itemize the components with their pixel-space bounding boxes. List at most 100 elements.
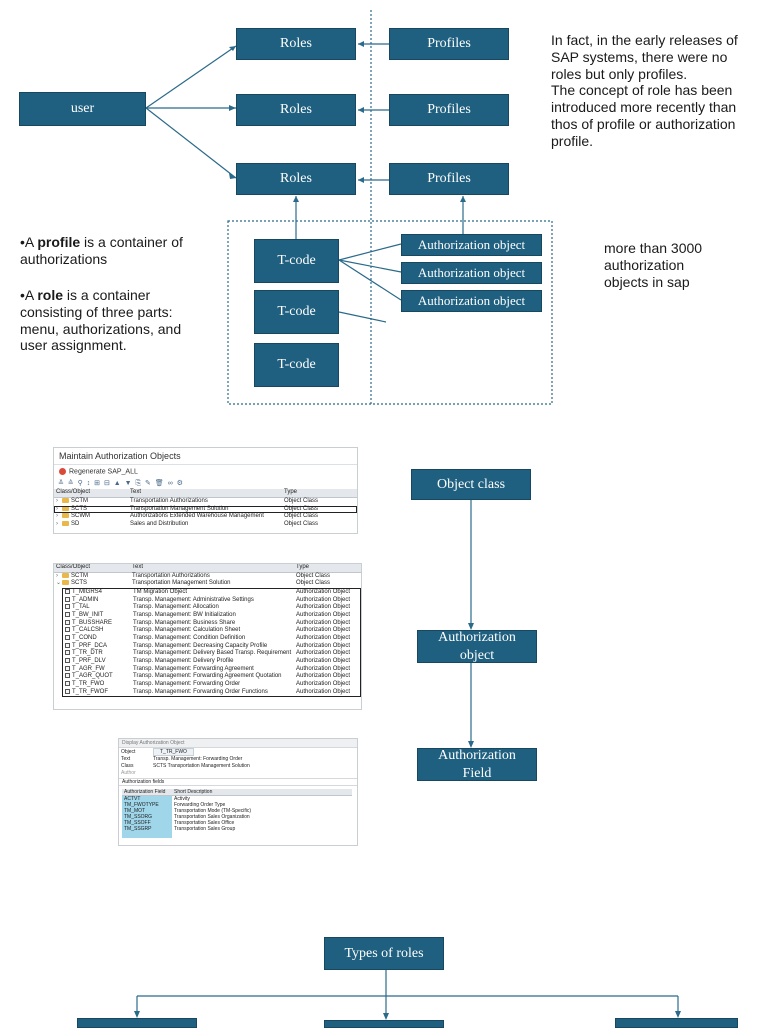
class-cell: › SCWM bbox=[54, 513, 128, 521]
folder-open-icon bbox=[62, 580, 69, 586]
text-cell: Transportation Management Solution bbox=[132, 580, 231, 587]
column-header: Class/Object bbox=[54, 489, 128, 498]
class-object: SCWM bbox=[71, 513, 90, 520]
auth-object-icon bbox=[65, 657, 70, 663]
field-row: Object T_TR_FWO bbox=[119, 748, 357, 756]
arrowhead bbox=[460, 196, 466, 202]
object-class-box: Object class bbox=[411, 469, 531, 500]
object-name: T_TR_FWOF bbox=[72, 688, 108, 695]
text-cell: TM Migration Object bbox=[133, 588, 188, 595]
history-note-line: introduced more recently than bbox=[551, 99, 737, 116]
object-name: T_ADMIN bbox=[72, 596, 99, 603]
folder-icon bbox=[62, 505, 69, 511]
type-cell: Authorization Object bbox=[296, 627, 351, 634]
type-cell: Authorization Object bbox=[296, 688, 351, 695]
table-row[interactable]: T_BW_INIT Transp. Management: BW Initiali… bbox=[63, 611, 360, 620]
table-row[interactable]: › SCWM Authorizations Extended Warehouse M… bbox=[54, 513, 357, 521]
auth-object-icon bbox=[65, 642, 70, 648]
text-cell: Transportation Authorizations bbox=[130, 497, 208, 504]
text-cell: Authorizations Extended Warehouse Manage… bbox=[130, 513, 264, 520]
auth-object-icon bbox=[65, 634, 70, 640]
history-note-line: profile. bbox=[551, 132, 594, 149]
field-label: Class bbox=[121, 763, 134, 769]
roles-box-2: Roles bbox=[236, 94, 356, 126]
object-cell: T_MIGRS4 bbox=[63, 588, 131, 597]
profile-definition-line: authorizations bbox=[20, 250, 108, 267]
tcode-authobj-link-3 bbox=[338, 259, 402, 301]
field-cell: TM_SSOFF bbox=[122, 820, 172, 826]
arrowhead bbox=[675, 1011, 681, 1018]
type-cell: Object Class bbox=[284, 505, 319, 512]
history-note-line: The concept of role has been bbox=[551, 82, 733, 99]
object-value-box[interactable]: T_TR_FWO bbox=[153, 748, 194, 756]
auth-object-box-2: Authorization object bbox=[401, 262, 542, 284]
class-cell: ⌄SCTS bbox=[54, 580, 130, 588]
screenshot-title: Display Authorization Object bbox=[119, 739, 357, 748]
arrowhead bbox=[358, 41, 364, 47]
objects-note-line: authorization bbox=[604, 256, 685, 273]
desc-cell bbox=[172, 832, 352, 838]
auth-object-icon bbox=[65, 673, 70, 679]
desc-cell: Transportation Sales Office bbox=[174, 820, 235, 826]
object-cell: T_ADMIN bbox=[63, 596, 131, 605]
role-type-box-1 bbox=[77, 1018, 197, 1028]
text-cell: Transp. Management: Allocation bbox=[133, 604, 219, 611]
field-label: Object bbox=[121, 749, 136, 755]
table-row-empty bbox=[122, 832, 352, 838]
maintain-auth-objects-screenshot: Maintain Authorization Objects Regenerat… bbox=[53, 447, 358, 534]
class-object: SCTM bbox=[71, 572, 88, 579]
class-cell: › SCTM bbox=[54, 572, 130, 580]
regenerate-label: Regenerate SAP_ALL bbox=[69, 468, 138, 476]
column-header: Authorization Field bbox=[122, 789, 172, 796]
text-cell: Transp. Management: Forwarding Order bbox=[133, 681, 241, 688]
object-cell: T_AGR_FW bbox=[63, 665, 131, 674]
auth-object-icon bbox=[65, 611, 70, 617]
user-box: user bbox=[19, 92, 146, 126]
field-cell: TM_MOT bbox=[122, 808, 172, 814]
type-cell: Authorization Object bbox=[296, 665, 351, 672]
text-cell: Sales and Distribution bbox=[130, 520, 189, 527]
objects-note-line: objects in sap bbox=[604, 273, 690, 290]
auth-object-icon bbox=[65, 688, 70, 694]
bullet: •A bbox=[20, 287, 38, 303]
object-name: T_COND bbox=[72, 635, 97, 642]
tcode-authobj-link-1 bbox=[338, 243, 402, 261]
role-definition-text: is a container bbox=[63, 287, 151, 303]
table-header: Class/Object Text Type bbox=[54, 564, 361, 573]
expand-icon: › bbox=[56, 513, 58, 520]
object-name: T_BUSSHARE bbox=[72, 619, 113, 626]
regenerate-icon bbox=[59, 468, 66, 475]
type-cell: Authorization Object bbox=[296, 588, 351, 595]
history-note-line: thos of profile or authorization bbox=[551, 115, 736, 132]
expand-icon: › bbox=[56, 572, 58, 579]
object-name: T_BW_INIT bbox=[72, 612, 104, 619]
text-cell: Transp. Management: BW Initialization bbox=[133, 611, 236, 618]
object-name: T_PRF_DCA bbox=[72, 642, 108, 649]
